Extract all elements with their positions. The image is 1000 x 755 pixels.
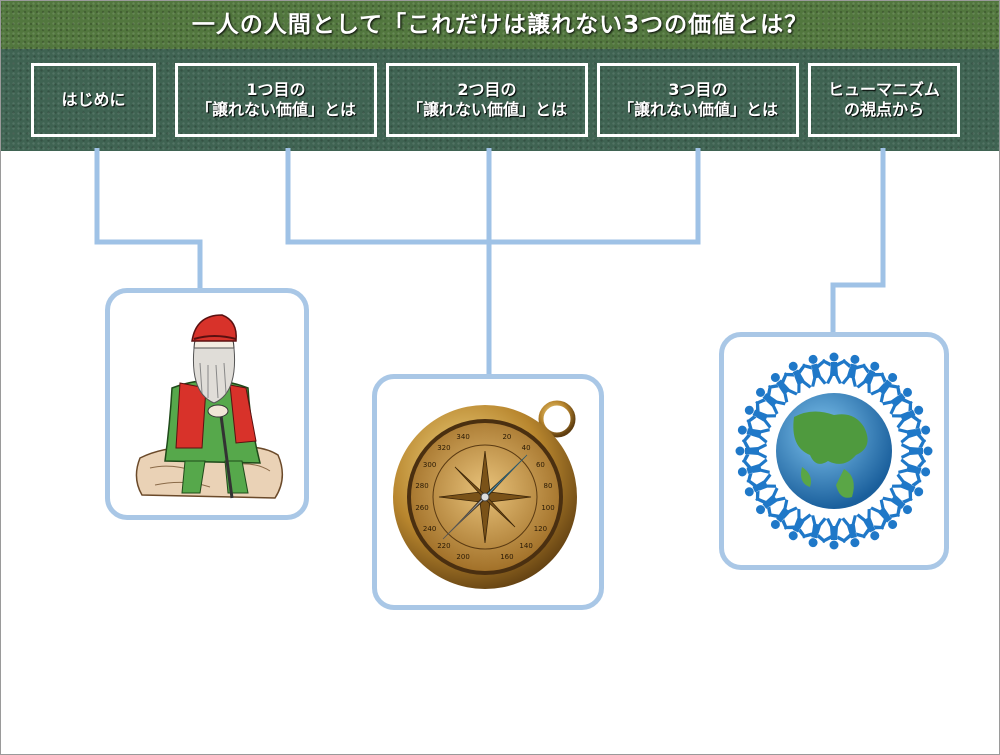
- person-figure-icon: [870, 372, 900, 403]
- nav-label-line: の視点から: [843, 100, 924, 119]
- compass-degree-label: 140: [519, 542, 532, 550]
- person-figure-icon: [737, 419, 770, 444]
- nav-humanism-button[interactable]: ヒューマニズム の視点から: [808, 63, 960, 137]
- title-bar: 一人の人間として「これだけは譲れない3つの価値とは？: [1, 1, 999, 49]
- globe-people-illustration-icon: [735, 352, 933, 550]
- person-figure-icon: [737, 458, 770, 483]
- compass-degree-label: 160: [500, 553, 513, 561]
- card-compass[interactable]: 100 120 140 160 200 220 240 260 280 300 320 340 20 40…: [372, 374, 604, 610]
- person-figure-icon: [891, 401, 924, 429]
- compass-illustration-icon: 100 120 140 160 200 220 240 260 280 300 320 340 20 40…: [393, 400, 577, 589]
- person-figure-icon: [784, 361, 812, 394]
- person-figure-icon: [744, 401, 777, 429]
- compass-degree-label: 320: [437, 444, 450, 452]
- person-figure-icon: [755, 487, 786, 517]
- nav-label-line: ヒューマニズム: [827, 80, 940, 99]
- nav-label-line: 1つ目の: [246, 80, 306, 99]
- person-figure-icon: [891, 473, 924, 501]
- compass-degree-label: 120: [534, 525, 547, 533]
- compass-degree-label: 20: [502, 433, 511, 441]
- card-old-man[interactable]: [105, 288, 309, 520]
- card-globe[interactable]: [719, 332, 949, 570]
- person-figure-icon: [822, 352, 846, 384]
- nav-label-line: 「譲れない価値」とは: [617, 100, 778, 119]
- compass-degree-label: 200: [456, 553, 469, 561]
- person-figure-icon: [882, 385, 913, 415]
- old-man-illustration-icon: [135, 314, 284, 499]
- compass-degree-label: 260: [415, 504, 428, 512]
- person-figure-icon: [898, 419, 931, 444]
- person-figure-icon: [755, 385, 786, 415]
- compass-degree-label: 40: [522, 444, 531, 452]
- nav-value-2-button[interactable]: 2つ目の 「譲れない価値」とは: [386, 63, 588, 137]
- nav-label-line: はじめに: [61, 90, 126, 109]
- compass-degree-label: 240: [423, 525, 436, 533]
- nav-value-3-button[interactable]: 3つ目の 「譲れない価値」とは: [597, 63, 799, 137]
- compass-degree-label: 80: [544, 482, 553, 490]
- compass-degree-label: 300: [423, 461, 436, 469]
- compass-degree-label: 100: [541, 504, 554, 512]
- nav-value-1-button[interactable]: 1つ目の 「譲れない価値」とは: [175, 63, 377, 137]
- connector-values: [285, 148, 701, 245]
- person-figure-icon: [784, 508, 812, 541]
- person-figure-icon: [882, 487, 913, 517]
- nav-label-line: 3つ目の: [668, 80, 728, 99]
- person-figure-icon: [901, 439, 933, 463]
- connector-intro: [94, 148, 203, 292]
- person-figure-icon: [898, 458, 931, 483]
- nav-label-line: 「譲れない価値」とは: [406, 100, 567, 119]
- person-figure-icon: [802, 354, 827, 387]
- person-figure-icon: [841, 354, 866, 387]
- person-figure-icon: [856, 361, 884, 394]
- person-figure-icon: [841, 515, 866, 548]
- person-figure-icon: [856, 508, 884, 541]
- compass-degree-label: 220: [437, 542, 450, 550]
- person-figure-icon: [822, 518, 846, 550]
- person-figure-icon: [768, 499, 798, 530]
- compass-degree-label: 60: [536, 461, 545, 469]
- person-figure-icon: [870, 499, 900, 530]
- nav-label-line: 「譲れない価値」とは: [195, 100, 356, 119]
- connector-humanism: [830, 148, 886, 338]
- person-figure-icon: [802, 515, 827, 548]
- person-figure-icon: [735, 439, 767, 463]
- nav-intro-button[interactable]: はじめに: [31, 63, 156, 137]
- compass-degree-label: 340: [456, 433, 469, 441]
- nav-label-line: 2つ目の: [457, 80, 517, 99]
- page-title: 一人の人間として「これだけは譲れない3つの価値とは？: [191, 12, 809, 38]
- person-figure-icon: [744, 473, 777, 501]
- compass-degree-label: 280: [415, 482, 428, 490]
- person-figure-icon: [768, 372, 798, 403]
